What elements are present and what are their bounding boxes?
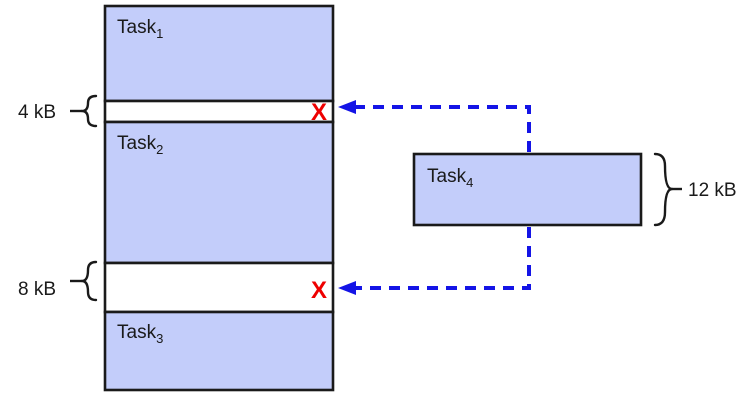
incoming-task4-label: Task4	[427, 166, 473, 190]
memory-block-task2-label: Task2	[117, 133, 163, 157]
brace-4kb	[80, 94, 98, 128]
arrow-to-hole-4kb	[352, 105, 531, 152]
arrow-to-hole-8kb	[352, 227, 531, 290]
memory-block-task1-label: Task1	[117, 17, 163, 41]
size-label-8kb: 8 kB	[18, 279, 56, 300]
arrowhead-to-hole-4kb	[338, 100, 356, 114]
x-mark-hole-4kb: X	[311, 99, 327, 126]
brace-12kb	[653, 152, 674, 227]
size-label-4kb: 4 kB	[18, 102, 56, 123]
memory-block-task3	[103, 310, 335, 392]
memory-block-task3-label: Task3	[117, 322, 163, 346]
size-label-12kb: 12 kB	[688, 180, 737, 201]
memory-hole-8kb	[103, 261, 335, 314]
memory-block-task1	[103, 4, 335, 103]
incoming-task4-block	[412, 152, 643, 227]
memory-hole-4kb	[103, 99, 335, 124]
x-mark-hole-8kb: X	[311, 277, 327, 304]
arrowhead-to-hole-8kb	[338, 281, 356, 295]
memory-block-task2	[103, 120, 335, 265]
brace-8kb	[80, 260, 98, 302]
